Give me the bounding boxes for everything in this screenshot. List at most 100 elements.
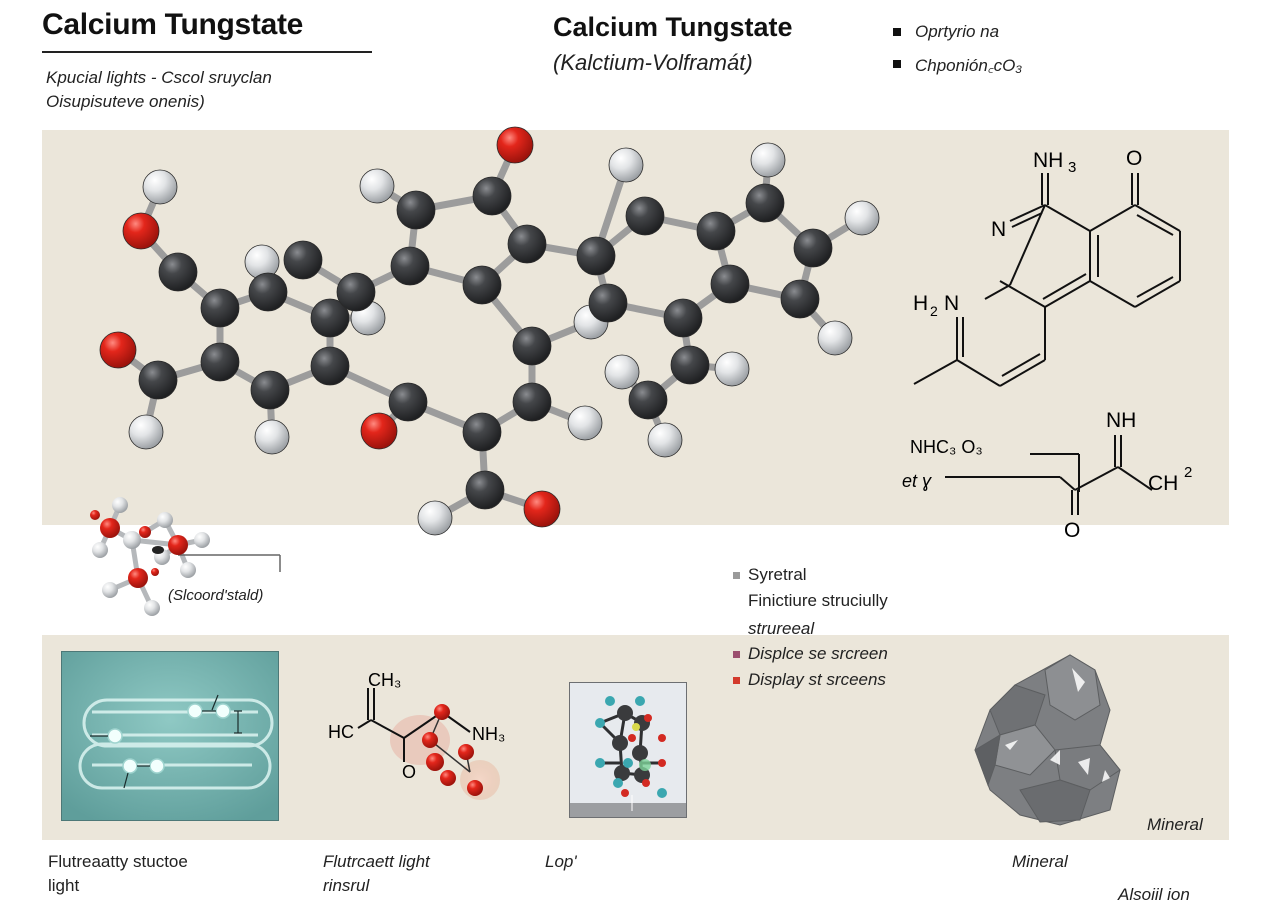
carbon-atom bbox=[628, 380, 668, 420]
carbon-atom bbox=[507, 224, 547, 264]
mid-legend-item: Display st srceens bbox=[733, 667, 888, 693]
nh3-label: NH bbox=[1033, 149, 1063, 172]
h2n-label: H bbox=[913, 292, 928, 315]
hydrogen-atom bbox=[647, 422, 683, 458]
carbon-atom bbox=[625, 196, 665, 236]
center-title: Calcium Tungstate bbox=[553, 12, 793, 42]
mid-legend-lower: Displce se srcreen Display st srceens bbox=[733, 641, 888, 693]
legend-square-icon bbox=[733, 676, 740, 684]
ball-and-stick-molecule bbox=[99, 126, 880, 536]
fluorescent-caption: Flutreaatty stuctoe light bbox=[48, 852, 188, 895]
hydrogen-atom bbox=[714, 351, 750, 387]
mid-legend-item: Syretral bbox=[733, 562, 888, 588]
carbon-atom bbox=[663, 298, 703, 338]
ch2-superscript: 2 bbox=[1184, 464, 1192, 481]
subtitle-line-1: Kpucial lights - Cscol sruyclan bbox=[46, 68, 272, 87]
nh-label: NH bbox=[1106, 409, 1136, 432]
fluorescent-lamp-image bbox=[61, 651, 279, 821]
hydrogen-atom bbox=[844, 200, 880, 236]
carbon-atom bbox=[138, 360, 178, 400]
small-molecule-model: (Slcoord'stald) bbox=[90, 497, 281, 616]
carbon-atom bbox=[576, 236, 616, 276]
hydrogen-atom bbox=[604, 354, 640, 390]
hydrogen-atom bbox=[567, 405, 603, 441]
carbon-atom bbox=[388, 382, 428, 422]
molecule-caption: Flutrcaett light rinsrul bbox=[323, 852, 430, 895]
center-subtitle: (Kalctium-Volframát) bbox=[553, 50, 753, 75]
legend-square-icon bbox=[733, 571, 740, 579]
carbon-atom bbox=[745, 183, 785, 223]
hc-label: HC bbox=[328, 722, 354, 742]
hydrogen-atom bbox=[128, 414, 164, 450]
formula-label: NHC₃ O₃ bbox=[910, 437, 983, 457]
fluorescent-tube-icon bbox=[62, 652, 278, 820]
carbon-atom bbox=[512, 326, 552, 366]
nh3-label: NH₃ bbox=[472, 724, 505, 744]
carbon-atom bbox=[512, 382, 552, 422]
carbon-atom bbox=[710, 264, 750, 304]
bottom-right-caption: Alsoiil ion bbox=[1118, 885, 1190, 904]
hydrogen-atom bbox=[254, 419, 290, 455]
carbon-atom bbox=[248, 272, 288, 312]
oxygen-atom bbox=[99, 331, 137, 369]
carbon-atom bbox=[780, 279, 820, 319]
mid-legend-item: strureeal bbox=[748, 619, 815, 638]
crystal-model-image bbox=[569, 682, 687, 818]
ring-nitrogen-label: N bbox=[991, 218, 1006, 241]
prefix-label: et ɣ bbox=[902, 471, 932, 491]
carbon-atom bbox=[462, 265, 502, 305]
carbon-atom bbox=[670, 345, 710, 385]
carbon-atom bbox=[336, 272, 376, 312]
mid-legend: Syretral Finictiure struciully strureeal bbox=[733, 562, 888, 642]
subtitle-line-2: Oisupisuteve onenis) bbox=[46, 92, 205, 111]
h2n-nitrogen-label: N bbox=[944, 292, 959, 315]
carbon-atom bbox=[465, 470, 505, 510]
top-legend-item: Oprtyrio na bbox=[893, 16, 1022, 48]
oxygen-atom bbox=[523, 490, 561, 528]
hydrogen-atom bbox=[142, 169, 178, 205]
hydrogen-atom bbox=[817, 320, 853, 356]
hydrogen-atom bbox=[750, 142, 786, 178]
oxygen-atom bbox=[360, 412, 398, 450]
oxygen-label: O bbox=[1126, 147, 1142, 170]
hydrogen-atom bbox=[608, 147, 644, 183]
mineral-crystal-image bbox=[974, 654, 1121, 826]
legend-square-icon bbox=[733, 650, 740, 658]
crystal-lattice-icon bbox=[570, 696, 686, 817]
carbon-atom bbox=[200, 342, 240, 382]
labeled-molecule-diagram: CH₃ HC NH₃ O bbox=[328, 670, 505, 800]
title-divider bbox=[42, 51, 372, 53]
h2n-subscript: 2 bbox=[930, 303, 938, 319]
carbon-atom bbox=[696, 211, 736, 251]
mid-legend-item: Finictiure struciully bbox=[748, 591, 888, 610]
carbon-atom bbox=[793, 228, 833, 268]
ch3-label: CH₃ bbox=[368, 670, 401, 690]
mineral-caption: Mineral bbox=[1012, 852, 1068, 871]
carbon-atom bbox=[472, 176, 512, 216]
mineral-inner-label: Mineral bbox=[1147, 815, 1203, 834]
page-title: Calcium Tungstate bbox=[42, 8, 304, 41]
lop-caption: Lop' bbox=[545, 852, 577, 871]
top-legend: Oprtyrio na Chponión꜀cO₃ bbox=[893, 16, 1022, 80]
skeletal-structure: NH 3 O N H 2 N NHC₃ O₃ et ɣ NH CH 2 O bbox=[902, 147, 1192, 542]
nh3-subscript: 3 bbox=[1068, 159, 1076, 176]
carbon-atom bbox=[462, 412, 502, 452]
oxygen-label: O bbox=[402, 762, 416, 782]
carbon-atom bbox=[250, 370, 290, 410]
small-molecule-label: (Slcoord'stald) bbox=[168, 587, 263, 604]
carbon-atom bbox=[310, 298, 350, 338]
mid-legend-item: Displce se srcreen bbox=[733, 641, 888, 667]
carbon-atom bbox=[588, 283, 628, 323]
carbon-atom bbox=[158, 252, 198, 292]
legend-square-icon bbox=[893, 60, 901, 68]
carbon-atom bbox=[310, 346, 350, 386]
main-structure-panel bbox=[42, 130, 1229, 525]
hydrogen-atom bbox=[417, 500, 453, 536]
carbon-atom bbox=[200, 288, 240, 328]
ch2-label: CH bbox=[1148, 472, 1178, 495]
hydrogen-atom bbox=[359, 168, 395, 204]
carbon-atom bbox=[390, 246, 430, 286]
oxygen-atom bbox=[496, 126, 534, 164]
carbon-atom bbox=[283, 240, 323, 280]
carbon-atom bbox=[396, 190, 436, 230]
